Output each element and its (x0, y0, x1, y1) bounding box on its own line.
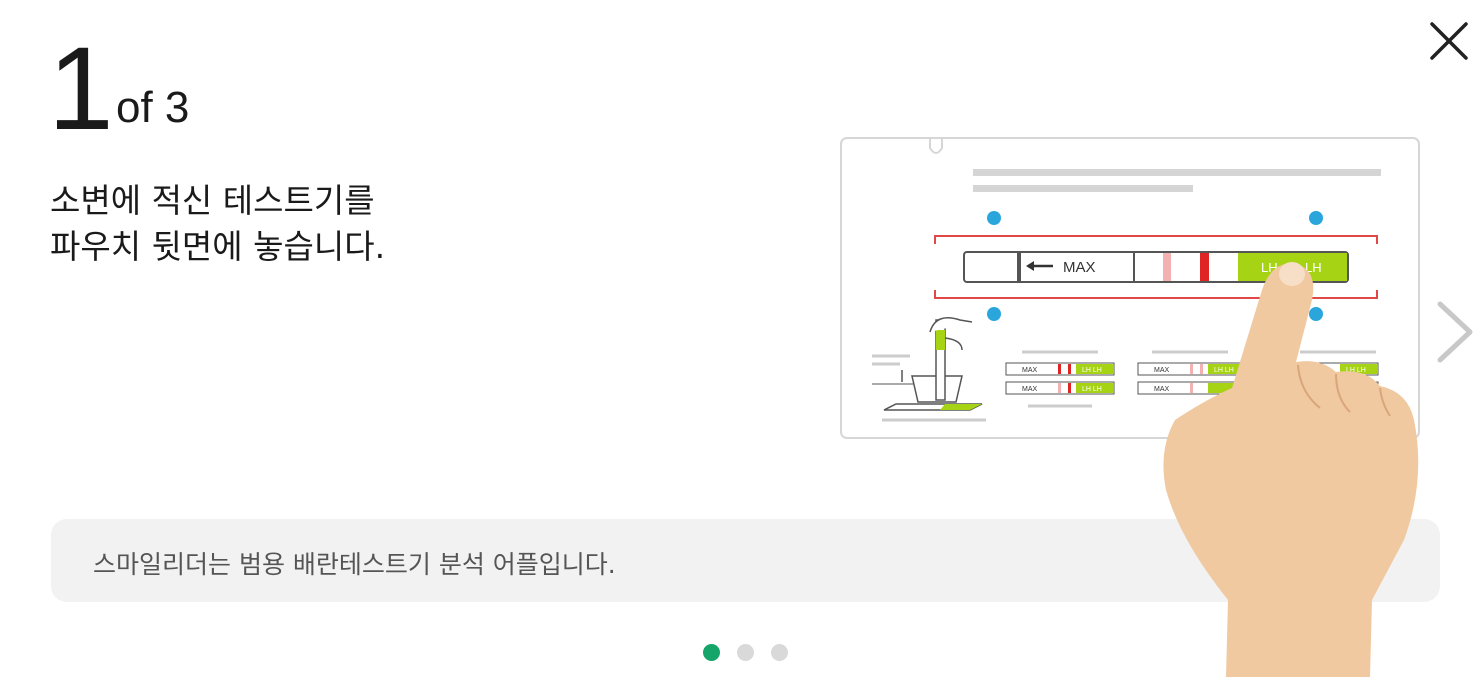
mini-lh-label: LH LH (1082, 386, 1102, 393)
guide-frame (934, 235, 1378, 299)
mini-lh-label: LH LH (1346, 367, 1366, 374)
mini-lh-label: LH LH (1082, 367, 1102, 374)
mini-strip-set-2: MAX LH LH MAX (1137, 350, 1247, 395)
cup-dip-illustration (872, 317, 986, 422)
pointing-hand (1163, 262, 1419, 677)
test-strip: MAX LH LH (963, 251, 1349, 283)
mini-strip-set-1: MAX LH LH MAX LH LH (1005, 350, 1115, 408)
pagination-dot-3[interactable] (771, 644, 788, 661)
strip-lh-label-2: LH (1305, 260, 1322, 275)
pagination-dot-2[interactable] (737, 644, 754, 661)
corner-marker (1309, 211, 1323, 225)
pagination-dot-1[interactable] (703, 644, 720, 661)
instruction-line-2: 파우치 뒷면에 놓습니다. (50, 227, 386, 266)
mini-max-label: MAX (1022, 386, 1038, 393)
chevron-right-icon (1437, 301, 1473, 363)
next-button[interactable] (1428, 296, 1477, 368)
instruction-text: 소변에 적신 테스트기를 파우치 뒷면에 놓습니다. (50, 178, 610, 270)
mini-max-label: MAX (1022, 367, 1038, 374)
close-icon (1430, 22, 1468, 60)
strip-max-label: MAX (1063, 259, 1096, 276)
mini-max-label: MAX (1154, 367, 1170, 374)
instruction-line-1: 소변에 적신 테스트기를 (50, 181, 375, 220)
corner-marker (987, 211, 1001, 225)
mini-lh-label: LH LH (1214, 367, 1234, 374)
close-button[interactable] (1422, 14, 1476, 68)
mini-max-label: MAX (1154, 386, 1170, 393)
step-number: 1 (48, 23, 114, 155)
info-banner-text: 스마일리더는 범용 배란테스트기 분석 어플입니다. (93, 550, 616, 579)
step-total: of 3 (116, 83, 190, 132)
corner-marker (1309, 307, 1323, 321)
corner-marker (987, 307, 1001, 321)
